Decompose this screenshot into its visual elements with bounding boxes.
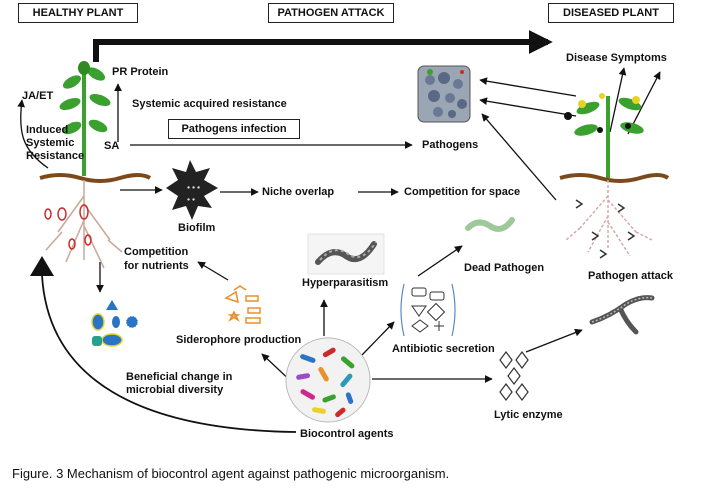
arrow-symptom-1 xyxy=(609,67,627,133)
label-hyperparasitism: Hyperparasitism xyxy=(302,277,389,289)
beneficial-bacteria xyxy=(91,300,139,347)
biofilm-icon: ∙∙∙ ∙∙ xyxy=(166,160,218,220)
label-systemic-acquired-resistance: Systemic acquired resistance xyxy=(132,98,287,110)
arrow-siderophore-nutrients xyxy=(197,261,229,281)
diseased-plant xyxy=(559,93,670,259)
header-pathogen-attack: PATHOGEN ATTACK xyxy=(268,3,394,23)
label-systemic: Systemic xyxy=(26,137,75,149)
label-pathogens: Pathogens xyxy=(422,139,479,151)
label-antibiotic-secretion: Antibiotic secretion xyxy=(392,343,495,355)
antibiotic-panel xyxy=(400,283,456,337)
siderophore-icons xyxy=(224,285,261,324)
label-disease-symptoms: Disease Symptoms xyxy=(566,52,667,64)
label-beneficial-change-line1: Beneficial change in xyxy=(126,371,233,383)
label-sa: SA xyxy=(104,140,120,152)
arrow-biocontrol-roots xyxy=(41,274,297,433)
figure-caption: Figure. 3 Mechanism of biocontrol agent … xyxy=(12,466,450,481)
label-competition-nutrients-line1: Competition xyxy=(124,246,189,258)
label-lytic-enzyme: Lytic enzyme xyxy=(494,409,563,421)
dead-pathogen-icon xyxy=(465,217,515,232)
svg-text:∙∙: ∙∙ xyxy=(186,195,196,204)
label-competition-space: Competition for space xyxy=(404,186,521,198)
arrow-induced-resistance xyxy=(17,99,49,169)
pathogen-colony xyxy=(417,65,471,123)
label-pr-protein: PR Protein xyxy=(112,66,169,78)
healthy-plant xyxy=(39,61,152,269)
label-induced: Induced xyxy=(26,124,69,136)
box-pathogens-infection: Pathogens infection xyxy=(168,119,300,139)
label-ja-et: JA/ET xyxy=(22,90,54,102)
label-niche-overlap: Niche overlap xyxy=(262,186,335,198)
label-competition-nutrients-line2: for nutrients xyxy=(124,260,189,272)
biocontrol-agents-image xyxy=(285,337,371,423)
label-beneficial-change-line2: microbial diversity xyxy=(126,384,224,396)
arrow-lytic-pathogen xyxy=(525,328,583,353)
arrow-leaf-pathogens-1 xyxy=(479,77,577,97)
svg-text:∙∙∙: ∙∙∙ xyxy=(186,183,201,192)
label-siderophore-production: Siderophore production xyxy=(176,334,302,346)
pathogen-attack-icon xyxy=(589,295,655,335)
header-diseased-plant: DISEASED PLANT xyxy=(548,3,674,23)
label-biofilm: Biofilm xyxy=(178,222,216,234)
hyperparasitism-image xyxy=(307,233,385,275)
arrow-healthy-to-diseased xyxy=(93,30,553,62)
label-biocontrol-agents: Biocontrol agents xyxy=(300,428,394,440)
arrow-antibiotic-dead xyxy=(417,245,463,277)
arrow-biocontrol-antibiotic xyxy=(361,321,395,356)
arrow-diseased-pathogens xyxy=(481,113,557,201)
arrow-head-roots xyxy=(30,256,54,276)
label-dead-pathogen: Dead Pathogen xyxy=(464,262,545,274)
label-pathogen-attack: Pathogen attack xyxy=(588,270,673,282)
label-resistance: Resistance xyxy=(26,150,85,162)
header-healthy-plant: HEALTHY PLANT xyxy=(18,3,138,23)
lytic-enzyme-icons xyxy=(499,351,529,401)
arrow-leaf-pathogens-2 xyxy=(479,97,577,117)
